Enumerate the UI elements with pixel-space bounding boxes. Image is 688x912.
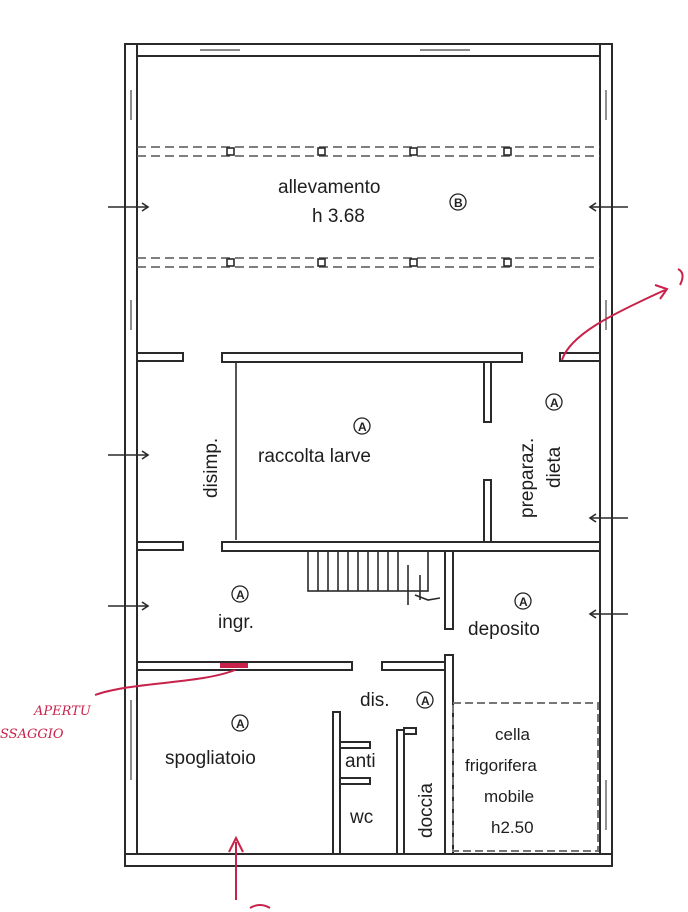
annotation-note-2: SSAGGIO	[0, 727, 64, 742]
room-ingr: A ingr.	[218, 585, 254, 633]
room-raccolta-larve: A raccolta larve	[258, 417, 371, 467]
room-name-deposito: deposito	[468, 619, 540, 640]
room-deposito: A deposito	[468, 592, 540, 640]
cella-line-4: h2.50	[491, 818, 534, 837]
marker-deposito: A	[519, 595, 528, 609]
room-disimp: disimp.	[201, 438, 222, 498]
pillar-markers	[226, 147, 512, 267]
room-name-allevamento: allevamento	[278, 177, 380, 198]
marker-spogliatoio: A	[236, 717, 245, 731]
room-name-preparaz-1: preparaz.	[517, 438, 538, 518]
room-name-spogliatoio: spogliatoio	[165, 748, 256, 769]
annotation-arrow-left	[94, 669, 236, 696]
room-name-dis: dis.	[360, 690, 390, 711]
annotation-arrow-top-right	[561, 289, 666, 361]
cella-line-2: frigorifera	[465, 756, 537, 775]
room-name-preparaz-2: dieta	[544, 446, 565, 488]
ceiling-beams	[137, 146, 600, 268]
room-name-anti: anti	[345, 751, 376, 772]
room-name-doccia: doccia	[416, 783, 437, 838]
room-name-disimp: disimp.	[201, 438, 222, 498]
cella-line-1: cella	[495, 725, 531, 744]
room-name-ingr: ingr.	[218, 612, 254, 633]
room-name-raccolta: raccolta larve	[258, 446, 371, 467]
annotation-note-1: APERTU	[33, 704, 92, 719]
annotation-wall-mark	[220, 663, 248, 668]
room-name-wc: wc	[349, 807, 373, 828]
room-height-allevamento: h 3.68	[312, 206, 365, 227]
room-spogliatoio: A spogliatoio	[165, 714, 256, 769]
marker-b-label: B	[454, 196, 463, 210]
marker-ingr: A	[236, 588, 245, 602]
room-anti: anti	[345, 751, 376, 772]
room-preparaz: A preparaz. dieta	[517, 393, 565, 518]
cella-line-3: mobile	[484, 787, 534, 806]
marker-preparaz: A	[550, 396, 559, 410]
room-allevamento: allevamento h 3.68 B	[278, 177, 467, 227]
annotation-scribble-top-right	[677, 268, 684, 286]
marker-b-circle	[449, 193, 467, 211]
staircase	[307, 550, 441, 605]
room-wc: wc	[349, 807, 373, 828]
red-annotations: APERTU SSAGGIO	[0, 268, 684, 909]
room-doccia: doccia	[416, 783, 437, 838]
entry-arrows	[108, 202, 628, 619]
room-dis: dis. A	[360, 690, 434, 711]
room-cella: cella frigorifera mobile h2.50	[465, 725, 537, 837]
marker-raccolta: A	[358, 420, 367, 434]
windows	[130, 49, 607, 830]
marker-dis: A	[421, 694, 430, 708]
